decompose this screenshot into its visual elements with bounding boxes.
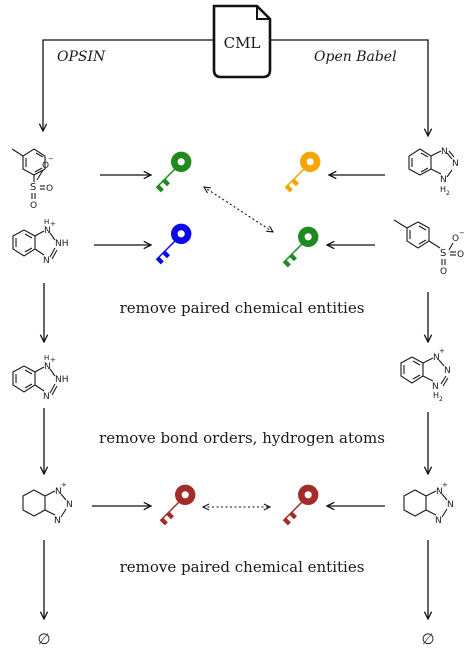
- left-empty-set: ∅: [37, 630, 50, 648]
- left-benzotriazolium-molecule: N + H NH N: [12, 218, 69, 266]
- svg-text:O: O: [452, 234, 459, 244]
- dotted-pairing-link-green: [204, 187, 273, 232]
- left-tosylate-molecule: S O − O O: [11, 148, 54, 211]
- left-benzotriazolium-molecule-2: N + H NH N: [12, 354, 69, 402]
- right-tosylate-molecule: S O − O O: [393, 219, 465, 277]
- right-tool-label: Open Babel: [314, 49, 397, 65]
- green-key-icon: [155, 151, 192, 193]
- svg-text:+: +: [50, 220, 56, 228]
- svg-text:N: N: [432, 382, 439, 392]
- arrow-cml-to-openbabel: [271, 39, 428, 136]
- svg-text:O: O: [30, 201, 37, 211]
- svg-text:2: 2: [439, 396, 443, 403]
- svg-text:−: −: [48, 155, 54, 163]
- svg-text:+: +: [61, 481, 67, 489]
- svg-text:+: +: [442, 481, 448, 489]
- svg-text:N: N: [452, 159, 459, 169]
- svg-text:N: N: [44, 362, 51, 372]
- red-key-icon-left: [159, 484, 196, 526]
- green-key-icon-2: [282, 226, 319, 268]
- svg-text:N: N: [66, 500, 73, 510]
- svg-text:N: N: [436, 487, 443, 497]
- svg-text:N: N: [447, 500, 454, 510]
- left-saturated-triazolium-molecule: N + N N: [22, 481, 73, 526]
- right-saturated-triazolium-molecule: N + N N: [403, 481, 454, 526]
- svg-text:H: H: [433, 391, 439, 400]
- svg-text:O: O: [46, 184, 53, 194]
- svg-text:O: O: [440, 267, 447, 277]
- file-label: CML: [224, 34, 261, 52]
- right-empty-set: ∅: [421, 630, 434, 648]
- svg-text:N: N: [44, 226, 51, 236]
- svg-text:O: O: [457, 250, 464, 260]
- svg-text:O: O: [42, 161, 49, 171]
- svg-text:−: −: [459, 229, 465, 237]
- svg-text:H: H: [44, 218, 49, 226]
- svg-text:S: S: [440, 248, 446, 259]
- red-key-icon-right: [282, 484, 319, 526]
- right-benzotriazolium-molecule: N + N N H 2: [400, 347, 451, 403]
- svg-text:N: N: [440, 175, 447, 185]
- svg-text:N: N: [441, 147, 448, 157]
- svg-text:N: N: [433, 353, 440, 363]
- svg-text:N: N: [55, 487, 62, 497]
- step-label-1: remove paired chemical entities: [120, 299, 365, 317]
- svg-text:NH: NH: [55, 239, 69, 249]
- svg-text:S: S: [30, 182, 36, 193]
- svg-text:2: 2: [446, 190, 450, 197]
- svg-text:+: +: [439, 347, 445, 355]
- svg-text:N: N: [54, 516, 61, 526]
- orange-key-icon: [284, 151, 321, 193]
- right-benzotriazole-molecule: N N N H 2: [408, 147, 459, 197]
- step-label-2: remove bond orders, hydrogen atoms: [99, 429, 385, 447]
- svg-text:N: N: [43, 256, 50, 266]
- svg-text:N: N: [435, 516, 442, 526]
- step-label-3: remove paired chemical entities: [120, 558, 365, 576]
- cml-document-icon: [212, 4, 272, 79]
- svg-text:+: +: [50, 356, 56, 364]
- svg-text:NH: NH: [55, 375, 69, 385]
- svg-text:H: H: [440, 185, 446, 194]
- svg-text:H: H: [44, 354, 49, 362]
- left-tool-label: OPSIN: [57, 49, 106, 65]
- arrow-cml-to-opsin: [43, 39, 213, 131]
- svg-text:N: N: [43, 392, 50, 402]
- svg-text:N: N: [444, 366, 451, 376]
- blue-key-icon: [155, 223, 192, 265]
